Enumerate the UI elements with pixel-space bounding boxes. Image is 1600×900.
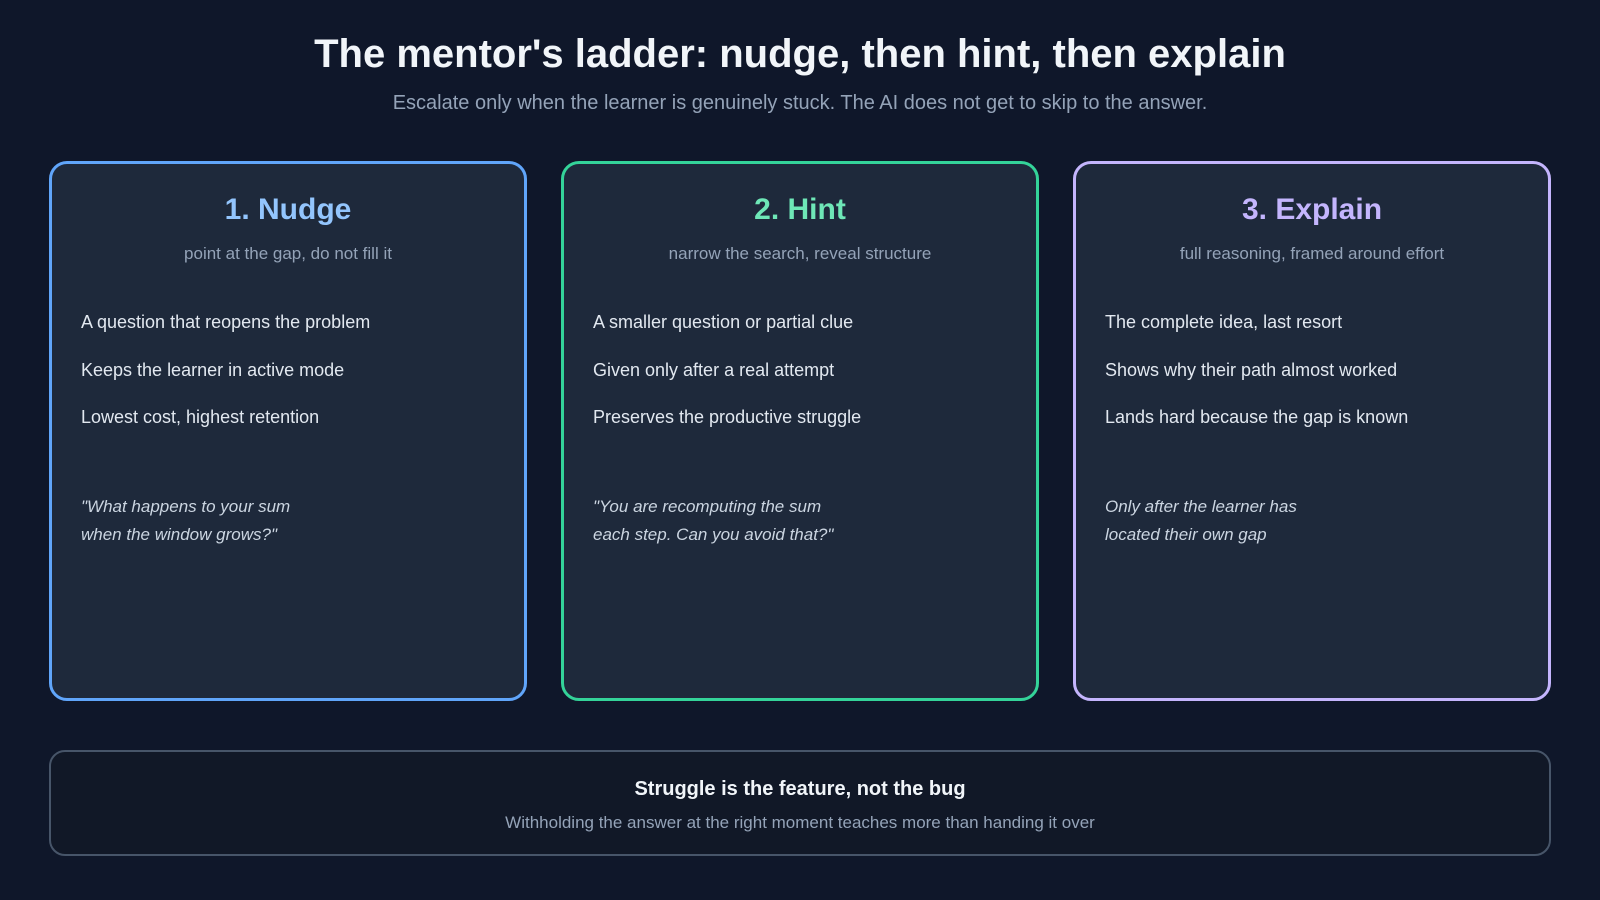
card-title: 2. Hint xyxy=(754,193,846,226)
card-subtitle: full reasoning, framed around effort xyxy=(1179,244,1445,263)
card-title: 1. Nudge xyxy=(224,193,352,226)
card-example-quote: "What happens to your sum when the windo… xyxy=(81,493,504,548)
card-point: A question that reopens the problem xyxy=(81,312,371,332)
page-title: The mentor's ladder: nudge, then hint, t… xyxy=(314,32,1286,76)
card-point: Given only after a real attempt xyxy=(593,359,835,380)
summary-title: Struggle is the feature, not the bug xyxy=(634,778,966,800)
card-point: Keeps the learner in active mode xyxy=(81,359,345,380)
card-point: A smaller question or partial clue xyxy=(593,312,854,332)
summary-box: Struggle is the feature, not the bug Wit… xyxy=(49,750,1551,856)
card-example-quote: Only after the learner has located their… xyxy=(1105,493,1528,548)
card-points: A smaller question or partial clue Given… xyxy=(593,311,1016,454)
quote-line: located their own gap xyxy=(1105,524,1267,544)
card-points: The complete idea, last resort Shows why… xyxy=(1105,311,1528,454)
card-subtitle: narrow the search, reveal structure xyxy=(668,244,932,263)
quote-line: Only after the learner has xyxy=(1105,497,1297,516)
card-point: Shows why their path almost worked xyxy=(1105,359,1398,380)
page-subtitle: Escalate only when the learner is genuin… xyxy=(392,92,1208,114)
card-explain: 3. Explain full reasoning, framed around… xyxy=(1073,161,1551,701)
card-point: Preserves the productive struggle xyxy=(593,407,862,427)
card-example-quote: "You are recomputing the sum each step. … xyxy=(593,493,1016,548)
quote-line: "You are recomputing the sum xyxy=(593,497,822,516)
quote-line: "What happens to your sum xyxy=(81,497,291,516)
card-point: Lands hard because the gap is known xyxy=(1105,407,1409,427)
card-title: 3. Explain xyxy=(1241,193,1383,226)
card-nudge: 1. Nudge point at the gap, do not fill i… xyxy=(49,161,527,701)
card-point: The complete idea, last resort xyxy=(1105,312,1343,332)
quote-line: when the window grows?" xyxy=(81,524,277,544)
card-points: A question that reopens the problem Keep… xyxy=(81,311,504,454)
card-hint: 2. Hint narrow the search, reveal struct… xyxy=(561,161,1039,701)
summary-subtitle: Withholding the answer at the right mome… xyxy=(505,813,1095,832)
card-subtitle: point at the gap, do not fill it xyxy=(184,244,392,263)
quote-line: each step. Can you avoid that?" xyxy=(593,524,834,544)
card-point: Lowest cost, highest retention xyxy=(81,407,320,427)
